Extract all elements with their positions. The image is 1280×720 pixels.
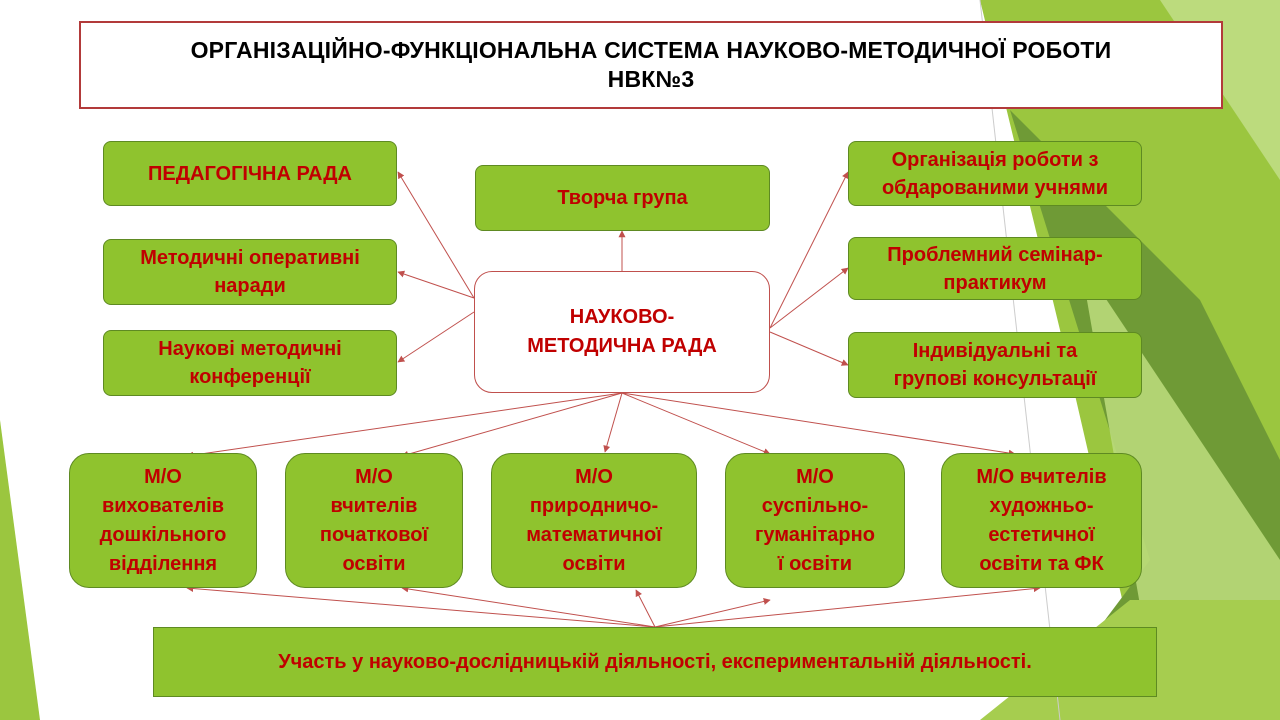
conferences-label: Наукові методичні конференції [158, 338, 342, 388]
arrow-to-mo-5 [621, 392, 1016, 457]
mo-arts-pe-label: М/О вчителів художньо- естетичної освіти… [976, 465, 1107, 575]
mo-preschool-label: М/О вихователів дошкільного відділення [99, 465, 227, 575]
seminar-workshop-label: Проблемний семінар- практикум [887, 243, 1103, 294]
creative-group-box: Творча група [475, 165, 770, 231]
consultations-box: Індивідуальні та групові консультації [848, 332, 1142, 398]
page-title: ОРГАНІЗАЦІЙНО-ФУНКЦІОНАЛЬНА СИСТЕМА НАУК… [190, 37, 1112, 92]
teachers-council-box: ПЕДАГОГІЧНА РАДА [103, 141, 397, 206]
arrow-to-conferences [397, 311, 475, 363]
arrow-to-operative-meetings [397, 270, 475, 299]
arrow-to-gifted-students [769, 171, 849, 329]
mo-humanities-label: М/О суспільно- гуманітарно ї освіти [755, 465, 875, 575]
mo-preschool-box: М/О вихователів дошкільного відділення [69, 453, 257, 588]
arrow-bottom-to-mo-5 [654, 585, 1041, 628]
arrow-bottom-to-mo-2 [401, 585, 656, 628]
arrow-to-teachers-council [397, 171, 475, 299]
teachers-council-label: ПЕДАГОГІЧНА РАДА [148, 162, 352, 185]
operative-meetings-box: Методичні оперативні наради [103, 239, 397, 305]
arrow-to-mo-2 [401, 392, 623, 458]
arrow-to-mo-1 [186, 392, 623, 459]
arrow-to-seminar [769, 267, 849, 329]
research-participation-box: Участь у науково-дослідницькій діяльност… [153, 627, 1157, 697]
gifted-students-box: Організація роботи з обдарованими учнями [848, 141, 1142, 206]
mo-arts-pe-box: М/О вчителів художньо- естетичної освіти… [941, 453, 1142, 588]
creative-group-label: Творча група [557, 187, 688, 209]
conferences-box: Наукові методичні конференції [103, 330, 397, 396]
title-box: ОРГАНІЗАЦІЙНО-ФУНКЦІОНАЛЬНА СИСТЕМА НАУК… [79, 21, 1223, 109]
scientific-methodical-council-box: НАУКОВО- МЕТОДИЧНА РАДА [474, 271, 770, 393]
gifted-students-label: Організація роботи з обдарованими учнями [881, 148, 1109, 199]
operative-meetings-label: Методичні оперативні наради [140, 247, 360, 297]
arrow-to-mo-3 [603, 392, 623, 453]
mo-humanities-box: М/О суспільно- гуманітарно ї освіти [725, 453, 905, 588]
arrow-to-consultations [769, 331, 849, 366]
arrow-bottom-to-mo-3 [635, 589, 656, 628]
consultations-label: Індивідуальні та групові консультації [893, 340, 1097, 390]
scientific-methodical-council-label: НАУКОВО- МЕТОДИЧНА РАДА [527, 306, 717, 357]
arrow-bottom-to-mo-4 [654, 598, 771, 628]
mo-science-math-label: М/О природничо- математичної освіти [526, 465, 662, 575]
arrow-to-mo-4 [621, 392, 771, 455]
seminar-workshop-box: Проблемний семінар- практикум [848, 237, 1142, 300]
mo-primary-box: М/О вчителів початкової освіти [285, 453, 463, 588]
arrow-bottom-to-mo-1 [186, 585, 656, 628]
research-participation-label: Участь у науково-дослідницькій діяльност… [278, 650, 1032, 673]
mo-primary-label: М/О вчителів початкової освіти [319, 465, 429, 575]
mo-science-math-box: М/О природничо- математичної освіти [491, 453, 697, 588]
